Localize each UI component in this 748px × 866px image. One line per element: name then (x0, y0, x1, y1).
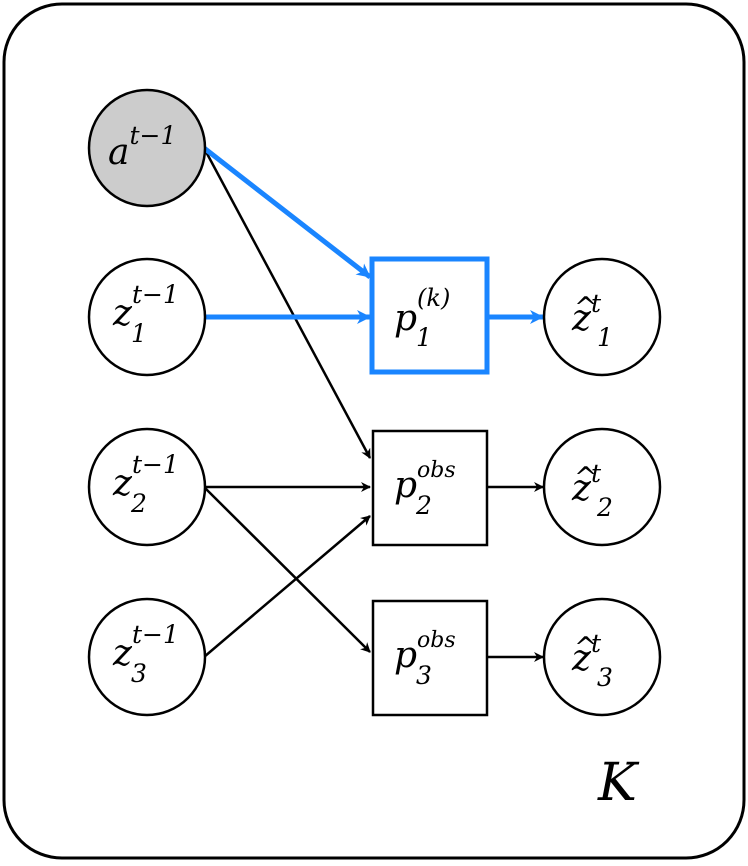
factor-p2-base: p (394, 465, 417, 506)
factor-p1-sup: (k) (417, 284, 450, 312)
node-zh3-sub: 3 (597, 663, 613, 692)
factor-p3-sub: 3 (416, 661, 432, 690)
svg-text:zt−1: zt−1 (112, 450, 179, 504)
node-z1-base: z (112, 293, 133, 334)
latent-node-circle (542, 427, 662, 547)
latent-node-circle (87, 597, 207, 717)
factor-p1-base: p (394, 298, 417, 339)
node-zh3: ^ zt 3 (542, 597, 662, 717)
svg-text:zt: zt (571, 459, 602, 509)
edge-a-to-p1 (202, 146, 372, 279)
node-zh3-hat: ^ (574, 631, 597, 664)
svg-text:zt: zt (571, 629, 602, 679)
edges-black (202, 147, 544, 662)
latent-node-circle (87, 257, 207, 377)
node-zh1: ^ zt 1 (542, 257, 662, 377)
node-zh2-sup: t (591, 459, 602, 488)
edge-z2-to-p3 (203, 486, 371, 653)
node-a: at−1 (87, 88, 207, 208)
node-zh1-hat: ^ (574, 291, 597, 324)
node-zh2-hat: ^ (574, 461, 597, 494)
node-z1: zt−1 1 (87, 257, 207, 377)
node-z3-sub: 3 (131, 659, 147, 688)
latent-node-circle (87, 427, 207, 547)
factor-box (371, 599, 489, 717)
node-z3: zt−1 3 (87, 597, 207, 717)
node-a-sup: t−1 (129, 121, 176, 150)
node-z2-base: z (112, 463, 133, 504)
factor-p2: pobs 2 (371, 429, 489, 547)
node-zh2: ^ zt 2 (542, 427, 662, 547)
svg-text:zt−1: zt−1 (112, 280, 179, 334)
node-z2-sub: 2 (130, 489, 147, 518)
node-z3-sup: t−1 (132, 620, 179, 649)
factor-p2-sup: obs (417, 458, 456, 483)
observed-node-circle (87, 88, 207, 208)
factor-box-highlighted (369, 256, 490, 375)
factor-p1: p(k) 1 (369, 256, 490, 375)
latent-node-circle (542, 597, 662, 717)
svg-text:zt: zt (571, 289, 602, 339)
factor-p3-sup: obs (417, 628, 456, 653)
node-zh1-sup: t (591, 289, 602, 318)
svg-text:at−1: at−1 (108, 121, 176, 173)
node-zh2-base: z (571, 468, 592, 509)
svg-text:p(k): p(k) (394, 284, 450, 339)
factor-p1-sub: 1 (416, 323, 432, 352)
node-z2: zt−1 2 (87, 427, 207, 547)
latent-node-circle (542, 257, 662, 377)
node-zh2-sub: 2 (596, 493, 613, 522)
node-z1-sub: 1 (131, 319, 147, 348)
node-a-base: a (108, 132, 129, 173)
edge-a-to-p2 (202, 147, 372, 459)
factor-box (371, 429, 489, 547)
plate-label: K (597, 753, 640, 813)
factor-p3: pobs 3 (371, 599, 489, 717)
edge-z3-to-p2 (203, 515, 371, 658)
node-z1-sup: t−1 (132, 280, 179, 309)
factor-p3-base: p (394, 635, 417, 676)
node-zh1-sub: 1 (597, 323, 613, 352)
factor-p2-sub: 2 (415, 491, 432, 520)
node-zh1-base: z (571, 298, 592, 339)
svg-text:pobs: pobs (394, 628, 456, 676)
node-zh3-base: z (571, 638, 592, 679)
svg-text:pobs: pobs (394, 458, 456, 506)
node-zh3-sup: t (591, 629, 602, 658)
svg-text:zt−1: zt−1 (112, 620, 179, 674)
edges-highlight (202, 146, 544, 324)
node-z2-sup: t−1 (132, 450, 179, 479)
node-z3-base: z (112, 633, 133, 674)
